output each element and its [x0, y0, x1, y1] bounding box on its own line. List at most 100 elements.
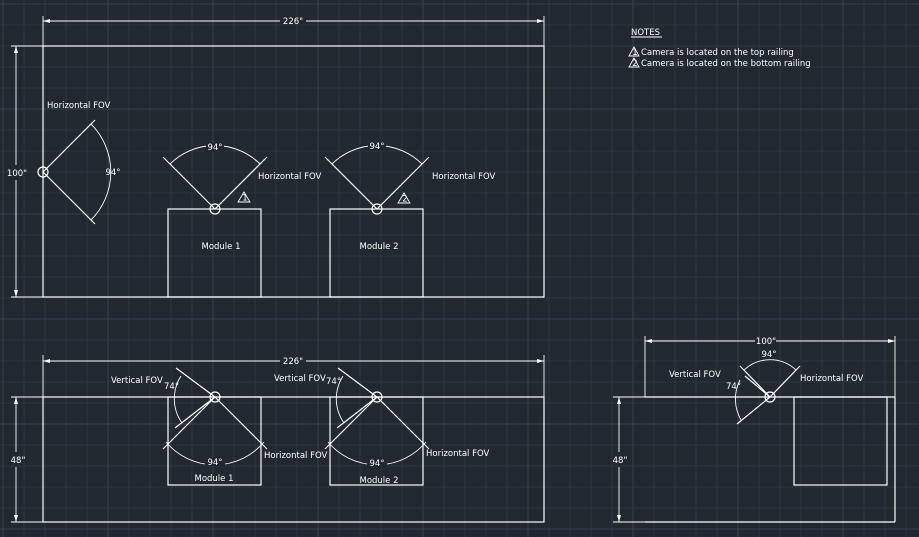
note-2-triangle-icon: [628, 57, 640, 68]
front-module-2-vfov-edge-lower: [336, 396, 378, 429]
note-1-text: Camera is located on the top railing: [641, 48, 794, 58]
front-module-2-box: [329, 396, 424, 486]
top-module-1-note-triangle-icon: [237, 191, 251, 203]
top-width-arrow-right: [537, 19, 544, 23]
side-height-dimension: 48": [613, 396, 645, 523]
top-module-2-angle: 94°: [369, 142, 384, 152]
top-module-1: Module 1 94° Horizontal FOV 1: [162, 143, 322, 298]
front-module-1-label: Module 1: [194, 474, 233, 484]
front-module-1-camera-icon: [209, 391, 221, 403]
side-vangle: 74°: [726, 382, 741, 392]
side-vfov-arc: [734, 379, 742, 421]
front-width-label: 226": [283, 357, 303, 367]
front-module-2-hfov-label: Horizontal FOV: [426, 449, 490, 459]
side-hfov-edge-right: [769, 365, 801, 398]
front-height-dimension: 48": [11, 396, 43, 523]
top-module-2-fov-label: Horizontal FOV: [432, 172, 496, 182]
front-module-1-box: [167, 396, 262, 486]
front-width-arrow-left: [43, 359, 50, 363]
side-width-arrow-left: [645, 339, 652, 343]
top-depth-dimension: 100": [7, 45, 43, 298]
notes-title: NOTES: [631, 28, 660, 38]
front-module-1-vfov-label: Vertical FOV: [111, 376, 163, 386]
front-view: 226" 48" Module 1 94° Vertical FOV 74°: [11, 355, 545, 523]
front-height-arrow-top: [14, 397, 18, 404]
front-height-label: 48": [11, 456, 26, 466]
side-camera-fov-edge-lower: [42, 171, 96, 225]
note-1: 1 Camera is located on the top railing: [628, 46, 794, 58]
front-module-1-hangle-mask: [205, 457, 225, 466]
side-hangle-mask: [760, 350, 778, 359]
top-module-2-note-triangle-icon: [397, 192, 411, 204]
front-module-2: Module 2 94° Vertical FOV 74° Horizontal…: [274, 367, 490, 486]
front-module-2-hfov-edge-right: [376, 396, 430, 450]
front-module-2-camera-icon: [371, 391, 383, 403]
front-module-1-hangle: 94°: [207, 458, 222, 468]
side-camera-icon: [37, 166, 49, 178]
top-module-1-angle: 94°: [207, 143, 222, 153]
note-1-marker: 1: [632, 48, 637, 58]
side-vfov-edge-lower: [736, 396, 771, 425]
top-module-2-label: Module 2: [359, 242, 398, 252]
front-module-1-vfov-arc: [173, 375, 183, 424]
front-height-arrow-bottom: [14, 515, 18, 522]
top-width-arrow-left: [43, 19, 50, 23]
top-module-2-note-marker: 2: [402, 195, 407, 205]
top-width-dimension: 226": [42, 16, 545, 46]
top-module-1-label: Module 1: [201, 242, 240, 252]
note-2-text: Camera is located on the bottom railing: [641, 59, 811, 69]
side-camera-fov-label: Horizontal FOV: [47, 101, 111, 111]
front-module-2-vfov-edge-upper: [337, 367, 378, 398]
side-camera-angle: 94°: [105, 168, 120, 178]
top-module-2-fov-edge-right: [376, 156, 430, 210]
side-vfov-edge-upper: [744, 375, 771, 398]
side-hfov-arc: [743, 359, 797, 371]
side-hfov-edge-left: [739, 365, 771, 398]
side-height-label: 48": [613, 456, 628, 466]
top-module-2-camera-icon: [371, 203, 383, 215]
top-module-2-fov-edge-left: [324, 156, 378, 210]
front-module-2-vfov-arc: [335, 375, 345, 424]
front-module-2-hangle: 94°: [369, 459, 384, 469]
note-2-marker: 2: [632, 59, 637, 69]
top-depth-arrow-bottom: [14, 290, 18, 297]
front-view-enclosure: [42, 396, 545, 523]
front-module-1: Module 1 94° Vertical FOV 74° Horizontal…: [111, 367, 328, 486]
front-module-1-hfov-label: Horizontal FOV: [264, 451, 328, 461]
front-module-1-vfov-edge-upper: [175, 367, 216, 398]
front-module-1-vangle: 74°: [164, 382, 179, 392]
side-width-label: 100": [756, 337, 776, 347]
side-height-arrow-top: [617, 397, 621, 404]
top-depth-arrow-top: [14, 46, 18, 53]
side-hangle: 94°: [761, 350, 776, 360]
front-module-1-hfov-edge-right: [214, 396, 268, 450]
top-module-1-fov-edge-right: [214, 156, 268, 210]
front-module-1-hfov-edge-left: [162, 396, 216, 450]
top-module-1-box: [167, 208, 262, 298]
front-width-dimension: 226": [42, 355, 545, 397]
note-2: 2 Camera is located on the bottom railin…: [628, 57, 811, 69]
top-module-1-camera-icon: [209, 203, 221, 215]
front-module-1-vfov-edge-lower: [174, 396, 216, 429]
front-module-2-label: Module 2: [359, 476, 398, 486]
front-module-2-hangle-mask: [367, 458, 387, 467]
side-view: 100" 48" 94° Vertical FOV 74° Horizontal…: [613, 336, 896, 523]
front-module-2-vfov-label: Vertical FOV: [274, 374, 326, 384]
front-width-arrow-right: [537, 359, 544, 363]
side-module-box: [793, 396, 888, 486]
top-module-1-angle-mask: [206, 143, 224, 152]
top-view: 226" 100" 94° Horizontal FOV Module 1: [7, 16, 545, 298]
top-module-1-fov-label: Horizontal FOV: [258, 172, 322, 182]
note-1-triangle-icon: [628, 46, 640, 57]
side-camera-fov-edge-upper: [42, 119, 96, 173]
front-module-2-vangle: 74°: [326, 377, 341, 387]
front-module-2-hfov-edge-left: [324, 396, 378, 450]
notes-block: NOTES 1 Camera is located on the top rai…: [628, 28, 811, 69]
side-width-arrow-right: [888, 339, 895, 343]
top-module-1-note-marker: 1: [242, 194, 247, 204]
top-module-1-fov-edge-left: [162, 156, 216, 210]
side-height-arrow-bottom: [617, 515, 621, 522]
top-side-camera: 94° Horizontal FOV: [37, 101, 121, 225]
